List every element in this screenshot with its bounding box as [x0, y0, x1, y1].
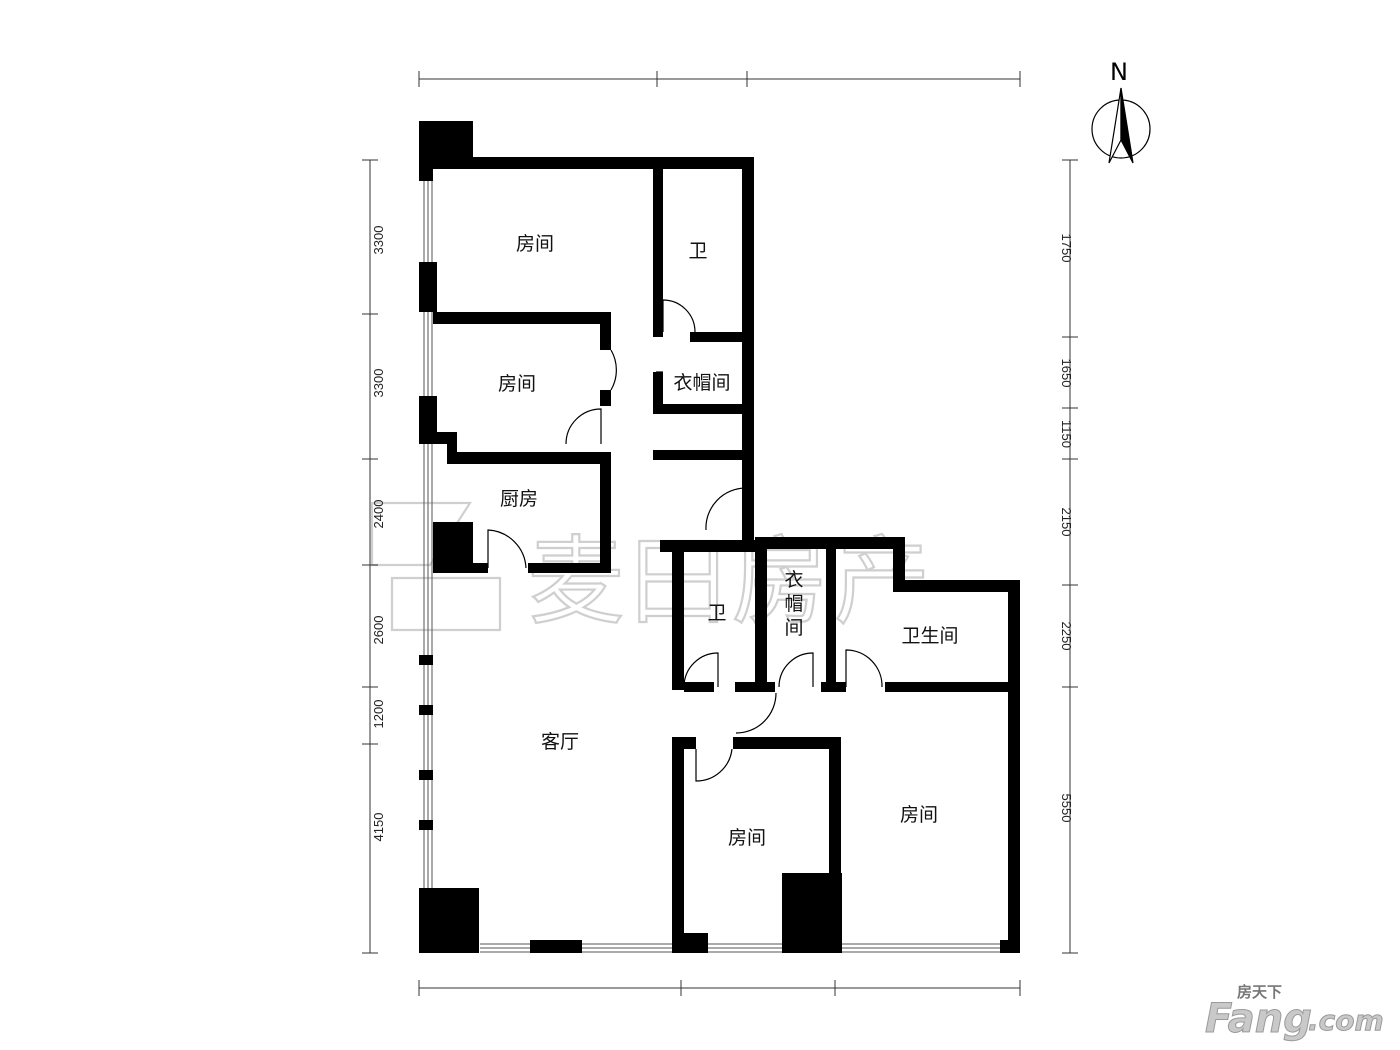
brand-top-text: 房天下	[1237, 983, 1282, 1001]
dim-right-4: 2150	[1059, 508, 1074, 537]
room-label-closet-top: 衣帽间	[673, 372, 730, 394]
right-dimension-line	[1062, 159, 1078, 954]
room-label-closet-mid-3: 间	[784, 617, 803, 639]
room-label-living-room: 客厅	[541, 731, 579, 753]
north-arrow: N	[1091, 58, 1151, 164]
left-dimension-line	[362, 159, 378, 954]
room-label-bath-mid: 卫	[707, 602, 726, 624]
room-label-kitchen: 厨房	[500, 488, 538, 510]
dim-left-6: 4150	[371, 813, 386, 842]
dim-left-4: 2600	[371, 616, 386, 645]
dim-right-3: 1150	[1059, 420, 1074, 448]
room-label-washroom: 卫生间	[901, 625, 958, 647]
dim-left-5: 1200	[371, 700, 386, 729]
room-label-closet-mid-1: 衣	[784, 569, 803, 591]
dim-right-5: 2250	[1059, 622, 1074, 651]
doors	[487, 299, 883, 782]
dim-right-2: 1650	[1059, 359, 1074, 388]
brand-suffix-text: .com	[1308, 1004, 1384, 1037]
dim-right-6: 5550	[1059, 794, 1074, 823]
dim-left-3: 2400	[371, 500, 386, 529]
room-label-bedroom-mid: 房间	[498, 373, 536, 395]
dim-left-2: 3300	[371, 369, 386, 398]
room-label-bedroom-bottom-left: 房间	[728, 827, 766, 849]
watermark-logo	[370, 501, 502, 632]
room-label-bedroom-bottom-right: 房间	[900, 804, 938, 826]
north-label: N	[1110, 58, 1128, 86]
room-label-bedroom-top: 房间	[516, 233, 554, 255]
walls	[419, 121, 1020, 953]
room-label-bath-top: 卫	[688, 240, 707, 262]
bottom-dimension-line	[418, 980, 1021, 996]
dim-left-1: 3300	[371, 226, 386, 255]
brand-main-text: Fang	[1205, 996, 1312, 1042]
dim-right-1: 1750	[1059, 234, 1074, 263]
top-dimension-line	[418, 71, 1021, 87]
room-label-closet-mid-2: 帽	[784, 593, 803, 615]
brand-logo: 房天下 Fang .com	[1205, 983, 1385, 1043]
